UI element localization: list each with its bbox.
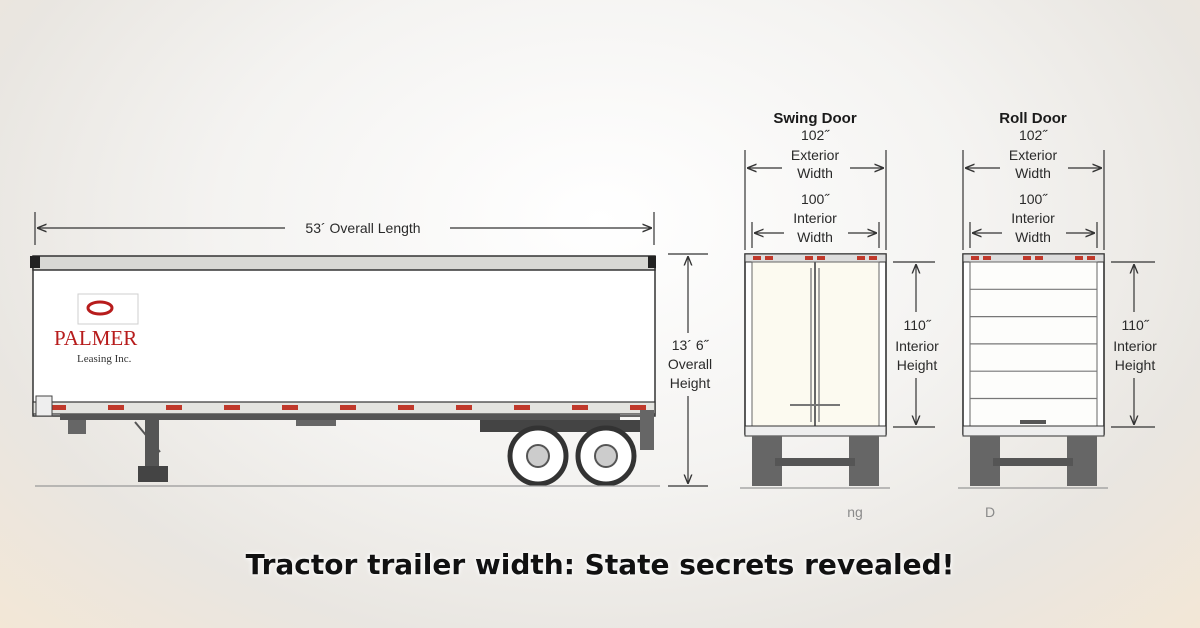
roll-ext-width-label2: Width [1015,165,1051,181]
side-view: 53´ Overall Length PALMER Leasing Inc. [30,212,712,487]
roll-int-width-label2: Width [1015,229,1051,245]
rear-marker-light [817,256,825,260]
swing-door-view: Swing Door 102˝ Exterior Width 100˝ Inte… [740,110,939,520]
nose-box [35,395,53,417]
swing-axle [775,458,855,466]
swing-int-width-label2: Width [797,229,833,245]
swing-footer-text: ng [847,504,863,520]
roll-door-title: Roll Door [999,110,1067,127]
roll-ext-width-label: Exterior [1009,147,1058,163]
kingpin-block [68,420,86,434]
side-marker-light [340,405,356,410]
palmer-logo: PALMER Leasing Inc. [54,293,139,365]
rear-cap [648,256,656,268]
height-label-line3: Height [670,375,711,391]
swing-ext-width-label: Exterior [791,147,840,163]
swing-int-width-label: Interior [793,210,837,226]
landing-gear-pad [138,466,168,482]
rear-marker-light [971,256,979,260]
roll-int-height-label: Interior [1113,338,1157,354]
fuel-bracket [296,420,336,426]
logo-frame [77,293,139,325]
side-marker-light [224,405,240,410]
roll-int-width-label: Interior [1011,210,1055,226]
side-marker-light [456,405,472,410]
rear-marker-light [1087,256,1095,260]
roll-door-view: Roll Door 102˝ Exterior Width 100˝ Inter… [958,110,1157,520]
rear-marker-light [983,256,991,260]
rear-marker-light [1035,256,1043,260]
swing-door-title: Swing Door [773,110,856,127]
rear-marker-light [857,256,865,260]
swing-ext-width-label2: Width [797,165,833,181]
logo-name: PALMER [54,326,137,350]
rear-marker-light [753,256,761,260]
side-marker-light [630,405,646,410]
rear-marker-light [869,256,877,260]
height-label-line1: 13´ 6˝ [672,337,710,353]
swing-int-height-value: 110˝ [904,317,932,333]
swing-ext-width-value: 102˝ [801,127,830,143]
roll-door-slats [970,288,1097,400]
side-marker-light [398,405,414,410]
swing-int-height-label: Interior [895,338,939,354]
length-label: 53´ Overall Length [305,220,420,236]
rear-bumper [640,410,654,450]
hub-front [526,444,550,468]
roll-footer-text: D [985,504,995,520]
page-caption: Tractor trailer width: State secrets rev… [245,548,955,581]
side-marker-light [282,405,298,410]
landing-gear-leg [145,420,159,468]
trailer-roof-rail [32,255,656,271]
nose-cap [30,256,40,268]
swing-int-width-value: 100˝ [801,191,830,207]
roll-rear-sill [962,425,1105,437]
logo-sub: Leasing Inc. [77,353,132,365]
side-marker-light [514,405,530,410]
rear-marker-light [765,256,773,260]
swing-rear-sill [744,425,887,437]
height-label-line2: Overall [668,356,712,372]
side-marker-light [50,405,66,410]
landing-gear-brace [134,421,161,453]
roll-int-width-value: 100˝ [1019,191,1048,207]
roll-int-height-value: 110˝ [1122,317,1150,333]
swing-int-height-label2: Height [897,357,938,373]
side-marker-light [572,405,588,410]
roll-int-height-label2: Height [1115,357,1156,373]
side-marker-lights [50,405,646,410]
rear-marker-light [805,256,813,260]
rear-marker-light [1023,256,1031,260]
frame-rail [60,414,620,420]
side-marker-light [108,405,124,410]
side-marker-light [166,405,182,410]
roll-door-latch [1020,420,1046,424]
roll-axle [993,458,1073,466]
roll-ext-width-value: 102˝ [1019,127,1048,143]
logo-swirl-icon [86,300,114,316]
trailer-body [32,257,656,417]
rear-marker-light [1075,256,1083,260]
hub-rear [594,444,618,468]
